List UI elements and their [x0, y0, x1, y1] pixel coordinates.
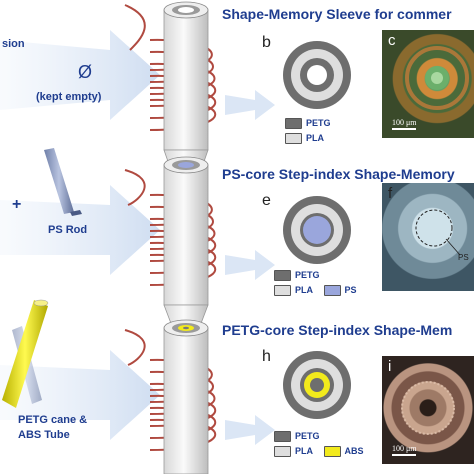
- title-row1: Shape-Memory Sleeve for commer: [222, 6, 452, 22]
- arrow-icon: [0, 30, 275, 445]
- empty-symbol: Ø: [78, 62, 93, 82]
- ps-rod-label: PS Rod: [48, 224, 88, 236]
- micrograph-f: f PS: [382, 183, 474, 291]
- scale-bar-c: 100 μm: [392, 118, 417, 130]
- micrograph-i: i 100 μm: [382, 356, 474, 464]
- ps-core-label: PS: [458, 253, 469, 262]
- panel-letter-h: h: [262, 348, 271, 365]
- petg-cane-label: PETG cane &: [18, 414, 88, 426]
- rod-icon: [44, 148, 82, 216]
- panel-letter-i: i: [388, 358, 392, 375]
- cross-section-h: [283, 351, 351, 419]
- panel-letter-c: c: [388, 32, 396, 49]
- title-row2: PS-core Step-index Shape-Memory: [222, 166, 455, 182]
- legend-row3: PETG PLA ABS: [274, 431, 372, 458]
- scale-bar-i: 100 μm: [392, 444, 417, 456]
- left-label-row1: sion: [2, 38, 25, 50]
- kept-empty-note: (kept empty): [36, 91, 102, 103]
- micrograph-i-texture: [401, 381, 455, 435]
- abs-tube-label: ABS Tube: [18, 429, 70, 441]
- panel-letter-f: f: [388, 185, 393, 202]
- micrograph-c: c 100 μm: [382, 30, 474, 138]
- cross-section-e: [283, 196, 351, 264]
- micrograph-f-texture: [415, 209, 461, 256]
- panel-letter-e: e: [262, 192, 271, 209]
- panel-letter-b: b: [262, 34, 271, 51]
- legend-row1: PETG PLA: [285, 118, 331, 145]
- preform-icon: [163, 1, 209, 474]
- title-row3: PETG-core Step-index Shape-Mem: [222, 322, 453, 338]
- legend-row2: PETG PLA PS: [274, 270, 365, 297]
- plus-sign: +: [12, 196, 22, 213]
- cross-section-b: [283, 41, 351, 109]
- micrograph-c-texture: [405, 46, 469, 110]
- tube-icon: [2, 299, 49, 408]
